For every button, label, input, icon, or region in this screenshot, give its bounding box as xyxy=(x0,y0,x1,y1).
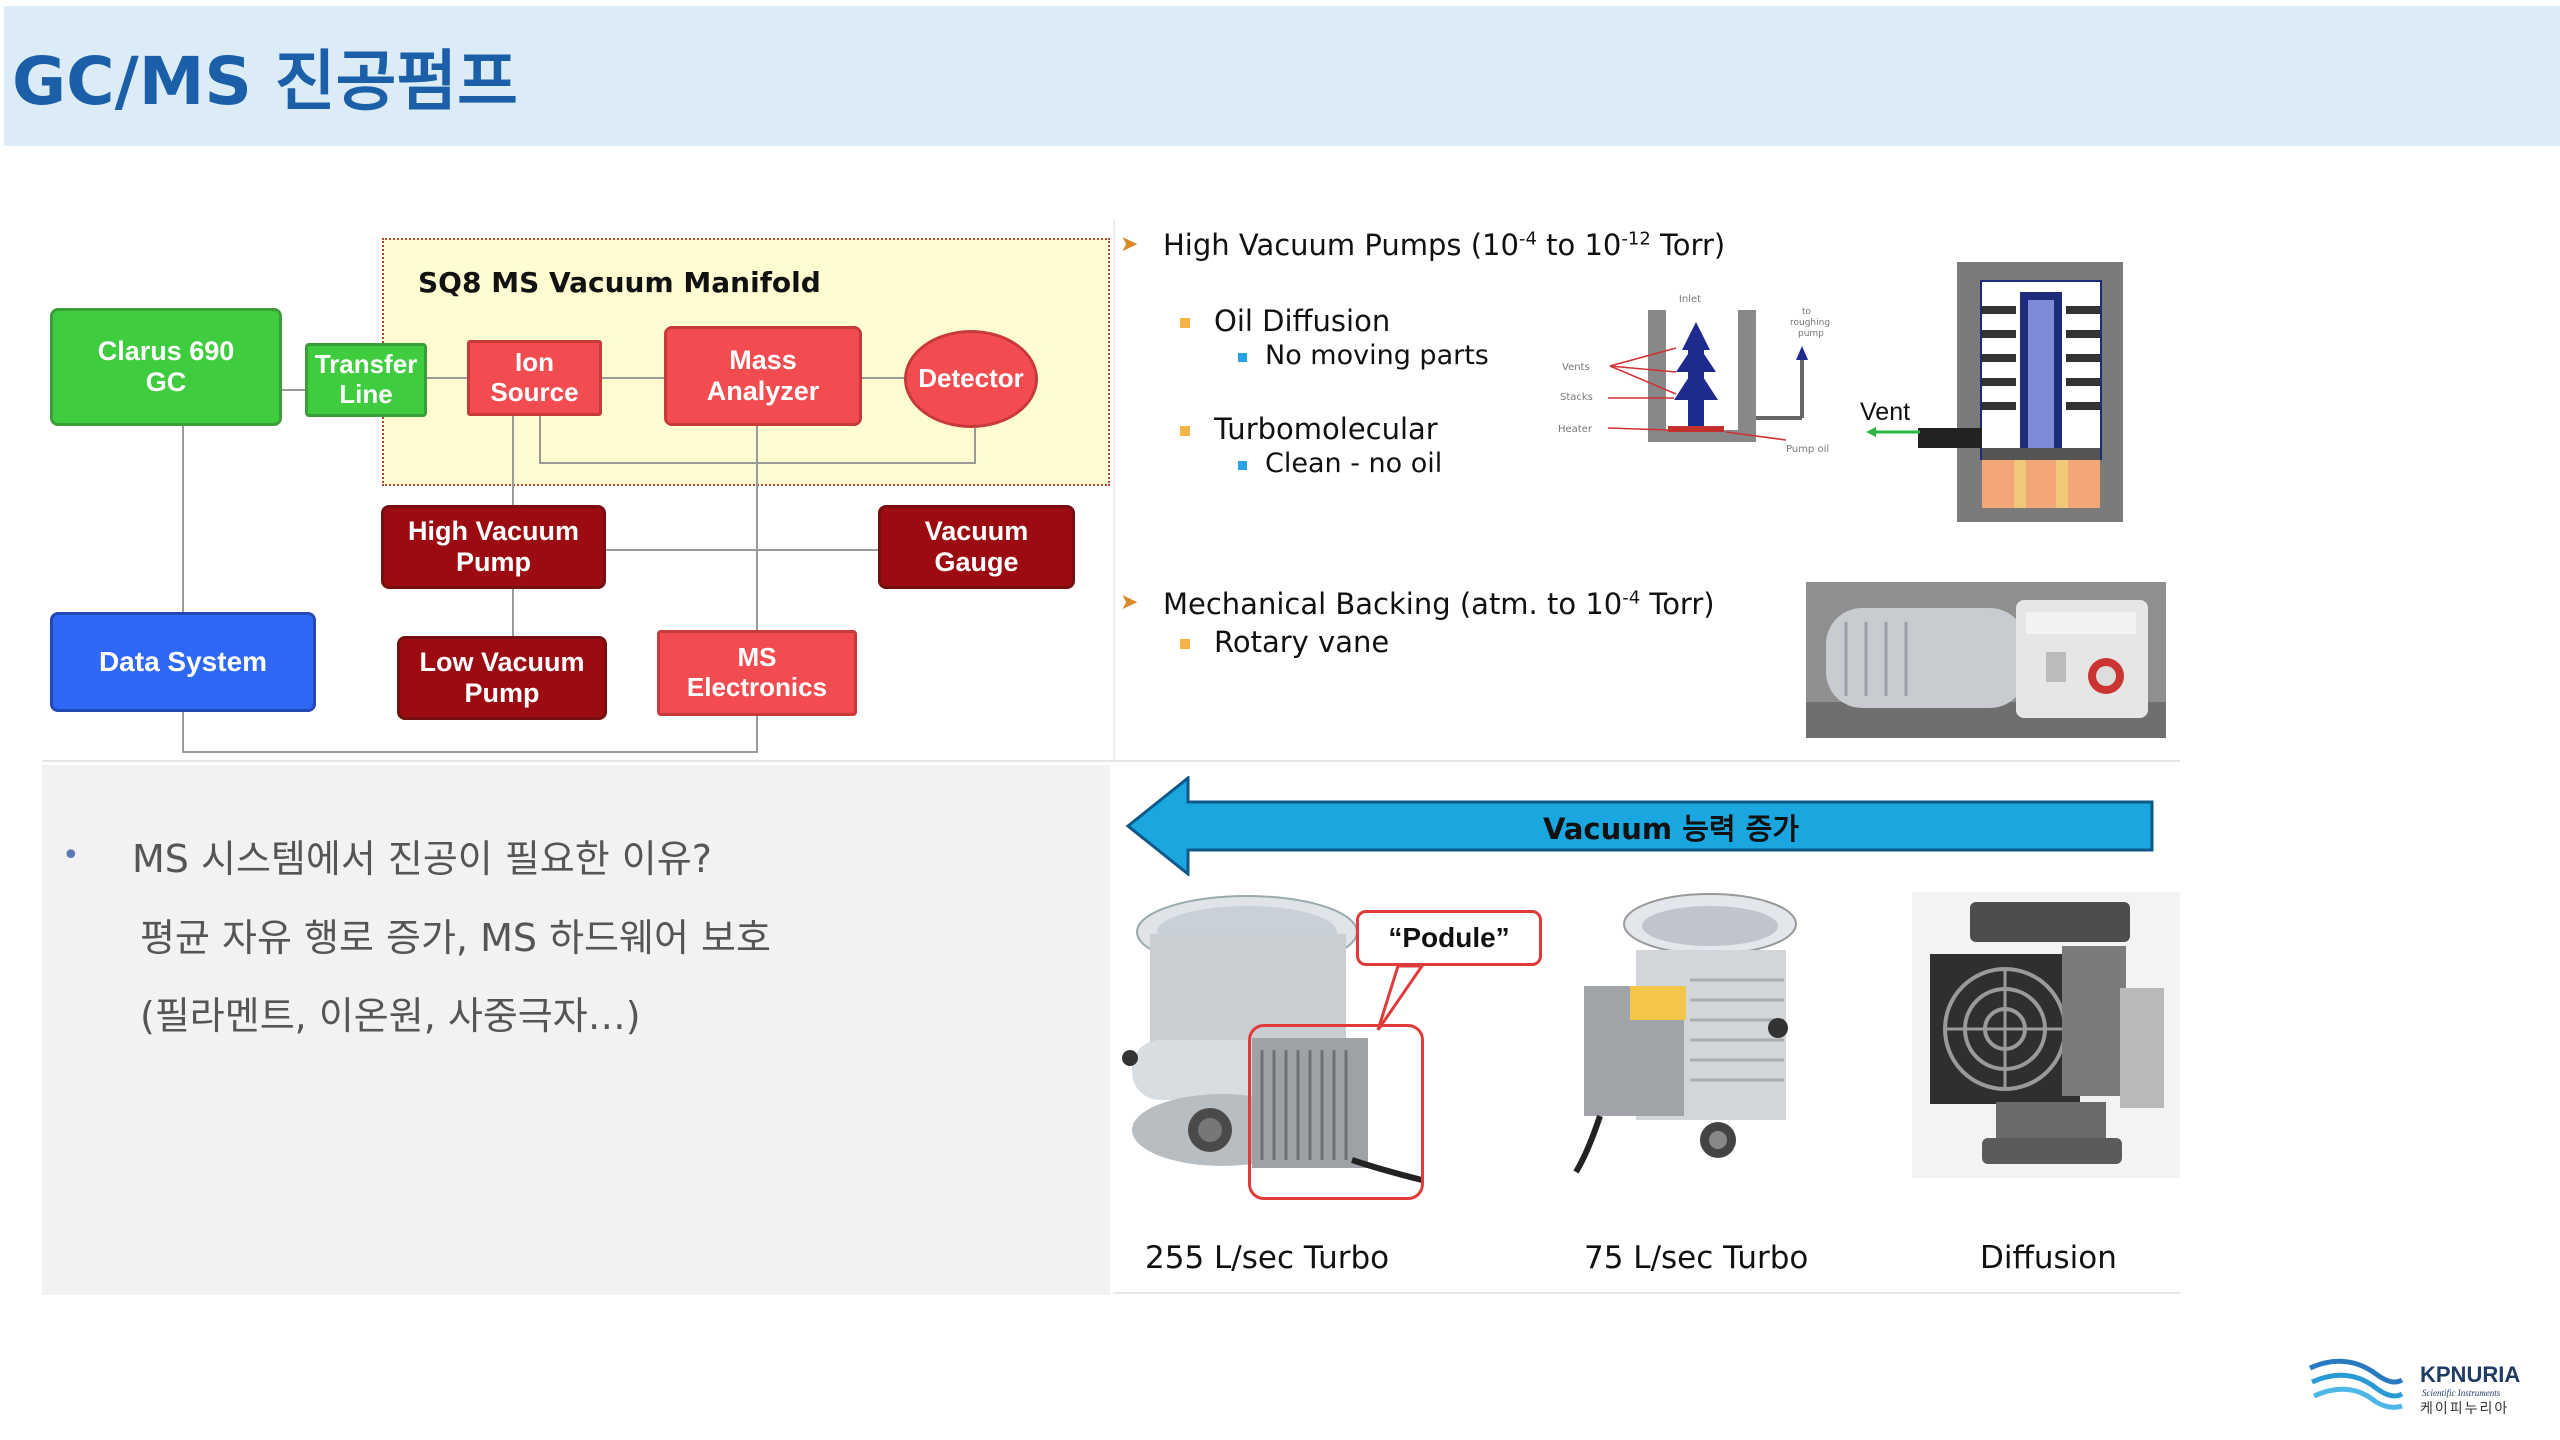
oil-diffusion-label: Oil Diffusion xyxy=(1214,304,1391,338)
data-system-box: Data System xyxy=(50,612,316,712)
question-panel xyxy=(42,765,1110,1295)
low-vacuum-pump-box: Low Vacuum Pump xyxy=(397,636,607,720)
square-bullet-icon xyxy=(1238,461,1247,470)
arrow-bullet-icon: ➤ xyxy=(1120,590,1139,615)
high-vacuum-pump-box: High Vacuum Pump xyxy=(381,505,606,589)
caption-diffusion: Diffusion xyxy=(1980,1240,2117,1276)
vacuum-arrow-label: Vacuum 능력 증가 xyxy=(1542,812,1800,846)
turbo-pump-schematic: Vent xyxy=(1860,262,2123,522)
podule-highlight xyxy=(1248,1024,1424,1200)
podule-callout-pointer xyxy=(1376,964,1425,1031)
divider-horizontal xyxy=(42,760,2180,762)
square-bullet-icon xyxy=(1180,639,1190,649)
transfer-line-box: Transfer Line xyxy=(305,343,427,417)
turbomolecular-label: Turbomolecular xyxy=(1214,412,1438,446)
ion-source-box: Ion Source xyxy=(467,340,602,416)
question-line-2: 평균 자유 행로 증가, MS 하드웨어 보호 xyxy=(140,916,771,960)
rotary-vane-pump-image xyxy=(1806,582,2166,738)
ms-electronics-box: MS Electronics xyxy=(657,630,857,716)
vacuum-increase-arrow xyxy=(1126,776,2154,876)
caption-turbo-255: 255 L/sec Turbo xyxy=(1145,1240,1390,1276)
square-bullet-icon xyxy=(1180,426,1190,436)
title-bar xyxy=(4,6,2560,146)
diffusion-pump-image xyxy=(1912,892,2180,1178)
square-bullet-icon xyxy=(1238,353,1247,362)
mechanical-backing-heading: Mechanical Backing (atm. to 10-4 Torr) xyxy=(1163,587,1715,621)
pump-oil-label: Pump oil xyxy=(1786,444,1829,455)
page-title: GC/MS 진공펌프 xyxy=(12,43,518,120)
heater-label: Heater xyxy=(1558,424,1593,435)
clarus-gc-box: Clarus 690 GC xyxy=(50,308,282,426)
inlet-label: Inlet xyxy=(1679,294,1701,305)
logo-korean: 케이피누리아 xyxy=(2420,1401,2510,1417)
podule-label: “Podule” xyxy=(1356,910,1542,966)
kpnuria-logo-icon xyxy=(2308,1358,2404,1410)
bullet-dot: • xyxy=(62,838,80,873)
logo-subtitle: Scientific Instruments xyxy=(2422,1388,2501,1398)
divider-vertical xyxy=(1113,220,1115,760)
rotary-vane-label: Rotary vane xyxy=(1214,625,1390,659)
question-line-1: MS 시스템에서 진공이 필요한 이유? xyxy=(132,837,712,881)
turbo-75-image xyxy=(1573,893,1797,1174)
turbo-255-image xyxy=(1122,895,1423,1183)
turbo-note: Clean - no oil xyxy=(1265,448,1443,479)
diagram-connectors xyxy=(182,377,976,753)
arrow-bullet-icon: ➤ xyxy=(1120,232,1139,257)
detector-box: Detector xyxy=(904,330,1038,428)
manifold-title: SQ8 MS Vacuum Manifold xyxy=(418,266,821,299)
vents-label: Vents xyxy=(1562,362,1590,373)
vacuum-gauge-box: Vacuum Gauge xyxy=(878,505,1075,589)
mass-analyzer-box: Mass Analyzer xyxy=(664,326,862,426)
logo-name: KPNURIA xyxy=(2420,1362,2521,1387)
square-bullet-icon xyxy=(1180,318,1190,328)
oil-diffusion-note: No moving parts xyxy=(1265,340,1489,371)
divider-bottom xyxy=(1113,1292,2180,1294)
high-vacuum-heading: High Vacuum Pumps (10-4 to 10-12 Torr) xyxy=(1163,228,1726,262)
vent-label: Vent xyxy=(1860,398,1910,426)
question-line-3: (필라멘트, 이온원, 사중극자…) xyxy=(140,994,641,1038)
caption-turbo-75: 75 L/sec Turbo xyxy=(1584,1240,1809,1276)
stacks-label: Stacks xyxy=(1560,392,1593,403)
